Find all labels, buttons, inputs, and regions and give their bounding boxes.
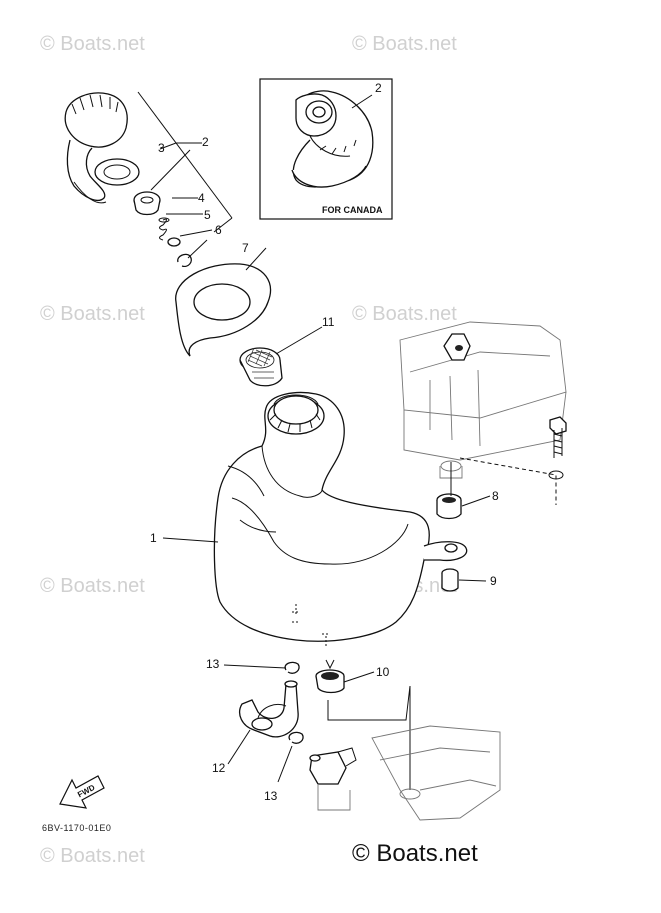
inset-callout-2: 2 xyxy=(375,81,382,95)
callout-8: 8 xyxy=(492,489,499,503)
callout-6: 6 xyxy=(215,223,222,237)
spring-5-icon xyxy=(158,217,170,241)
callout-2: 2 xyxy=(202,135,209,149)
callout-5: 5 xyxy=(204,208,211,222)
drawing-code: 6BV-1170-01E0 xyxy=(42,823,112,833)
watermarks: © Boats.net © Boats.net © Boats.net © Bo… xyxy=(40,33,457,867)
callout-10: 10 xyxy=(376,665,390,679)
fwd-arrow-icon: FWD xyxy=(59,775,105,809)
watermark-mid-right: © Boats.net xyxy=(352,303,457,325)
fuel-hose-12-icon xyxy=(239,680,299,738)
filler-collar-7-icon xyxy=(175,263,272,357)
fuel-tank-1-icon xyxy=(213,391,468,648)
callout-4: 4 xyxy=(198,191,205,205)
watermark-top-left: © Boats.net xyxy=(40,33,145,55)
inset-label: FOR CANADA xyxy=(322,205,383,215)
canada-fuel-cap-icon xyxy=(291,90,374,188)
grommet-10-icon xyxy=(315,659,345,694)
callout-13-lower: 13 xyxy=(264,789,278,803)
engine-outline-lower xyxy=(309,725,501,821)
valve-4-icon xyxy=(133,191,161,216)
gasket-3-icon xyxy=(94,158,140,186)
callout-12: 12 xyxy=(212,761,226,775)
callout-13-upper: 13 xyxy=(206,657,220,671)
callout-7: 7 xyxy=(242,241,249,255)
watermark-bottom-left: © Boats.net xyxy=(40,845,145,867)
filter-11-icon xyxy=(239,347,283,387)
collar-9-icon xyxy=(441,568,459,592)
grommet-8-icon xyxy=(436,493,462,520)
washer-6-icon xyxy=(167,237,181,247)
callout-11: 11 xyxy=(322,315,335,329)
footer-watermark: © Boats.net xyxy=(352,840,478,867)
fuel-cap-assembly xyxy=(64,91,233,268)
canada-inset: 2 FOR CANADA xyxy=(259,78,393,220)
callout-1: 1 xyxy=(150,531,157,545)
engine-outline-upper xyxy=(399,321,567,505)
watermark-lower-left: © Boats.net xyxy=(40,575,145,597)
watermark-mid-left: © Boats.net xyxy=(40,303,145,325)
fuel-cap-icon xyxy=(64,92,128,204)
callout-9: 9 xyxy=(490,574,497,588)
clip-13-upper-icon xyxy=(284,661,300,674)
callout-3: 3 xyxy=(158,141,165,155)
clip-13-lower-icon xyxy=(288,731,304,744)
watermark-top-right: © Boats.net xyxy=(352,33,457,55)
